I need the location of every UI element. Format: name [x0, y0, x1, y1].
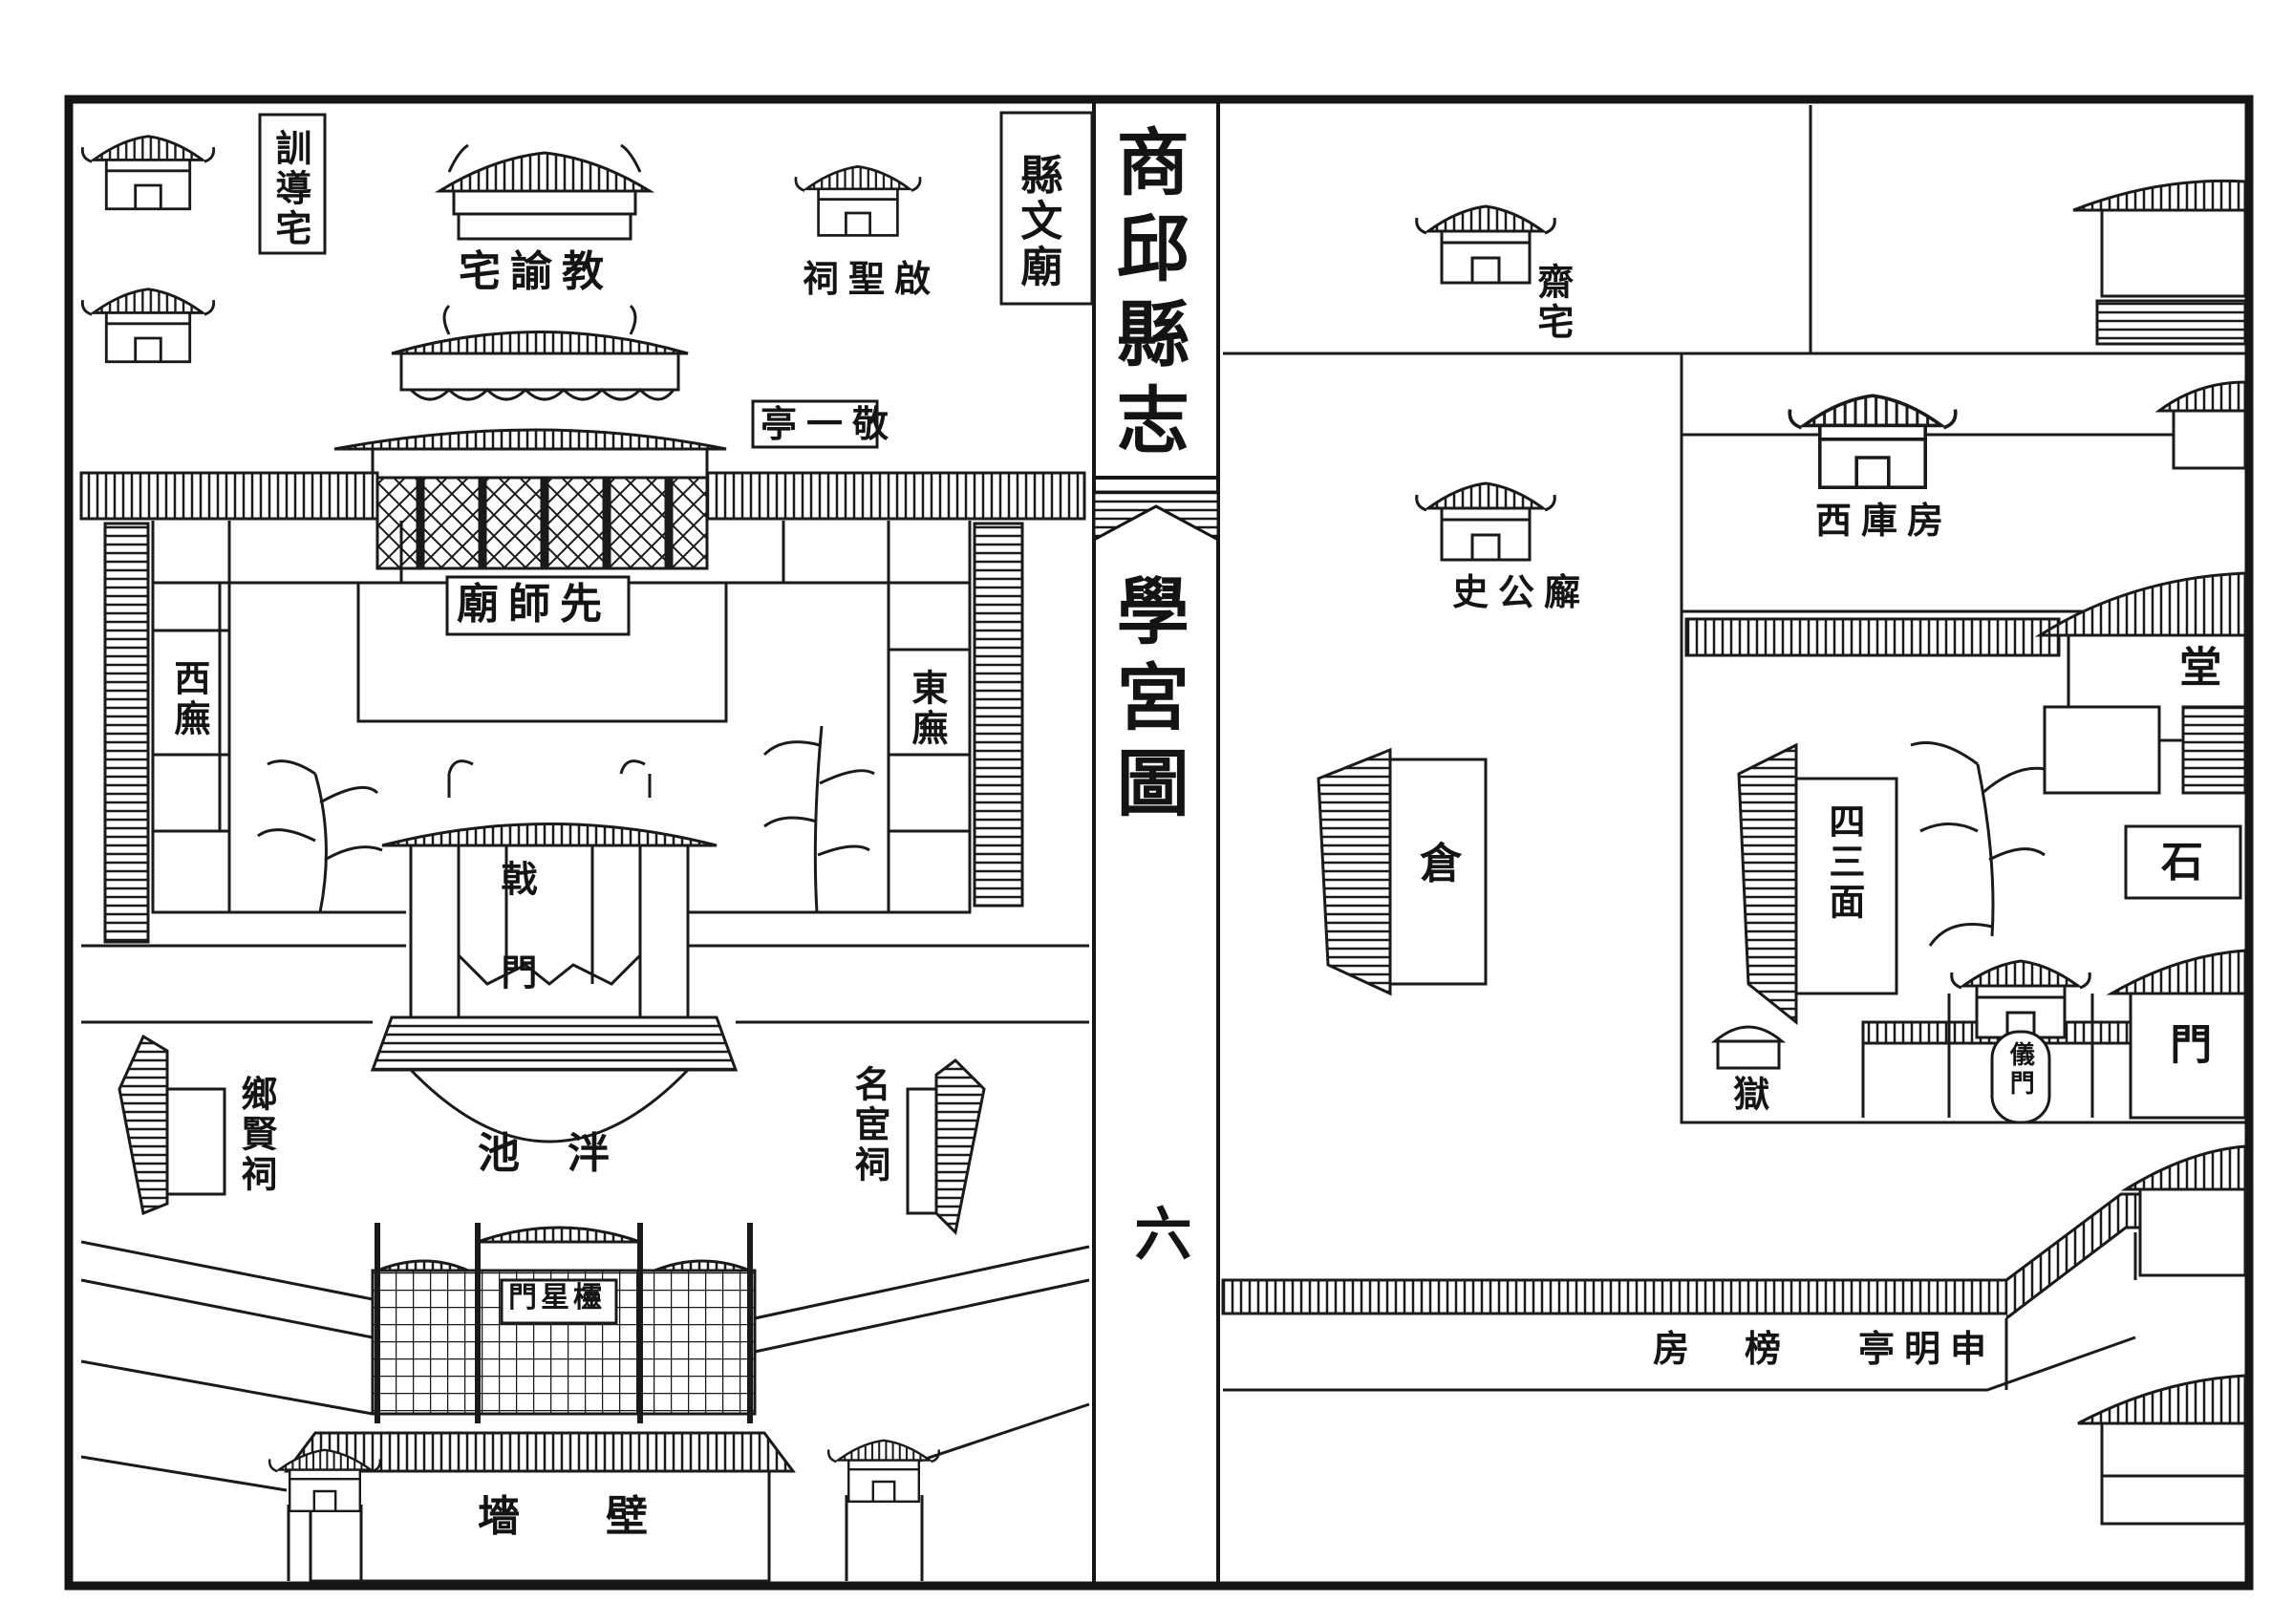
label-qisheng-ci: 祠聖啟	[803, 257, 941, 300]
outer-frame	[64, 95, 2254, 1591]
label-xiangxian-ci: 鄉賢祠	[234, 1075, 278, 1195]
label-dong-wu: 東廡	[905, 669, 949, 749]
label-jimen: 戟門	[494, 860, 538, 1047]
label-bang-fang: 房 榜	[1653, 1327, 1791, 1370]
label-yu: 獄	[1726, 1075, 1770, 1115]
label-lingxing-men: 門星欞	[508, 1281, 606, 1314]
label-shi: 石	[2161, 838, 2213, 887]
label-shigong-xie: 史公廨	[1452, 570, 1591, 613]
label-xian-wenmiao: 縣文廟	[1013, 153, 1062, 290]
label-shenming-ting: 亭明申	[1858, 1327, 1997, 1370]
label-minghuan-ci: 名宦祠	[847, 1065, 891, 1186]
label-simian: 四三面	[1822, 802, 1866, 923]
label-bi-qiang: 墻壁	[478, 1492, 734, 1541]
label-cang: 倉	[1412, 841, 1462, 887]
label-yimen: 儀門	[2005, 1041, 2035, 1099]
label-men: 門	[2162, 1022, 2212, 1068]
label-pan-chi: 池泮	[478, 1129, 657, 1178]
halberd-gate-icon	[370, 759, 739, 1072]
main-hall-icon	[333, 304, 727, 570]
label-xundao-zhai: 訓導宅	[268, 129, 312, 249]
label-xi-wu: 西廡	[167, 659, 211, 739]
label-jingyi-ting: 亭一敬	[761, 402, 899, 445]
label-ku-fang: 西庫房	[1815, 499, 1954, 542]
label-tang: 堂	[2172, 645, 2221, 691]
lattice-star-gate-icon	[371, 1223, 757, 1423]
map-subtitle: 學宮圖	[1104, 573, 1189, 831]
label-zhai-right: 齋宅	[1531, 263, 1575, 343]
label-xianshi-miao: 廟師先	[457, 580, 611, 629]
label-jiaoyu-zhai: 宅諭教	[459, 247, 613, 296]
book-title: 商邱縣志	[1104, 124, 1189, 468]
page-number: 六	[1125, 1204, 1191, 1274]
